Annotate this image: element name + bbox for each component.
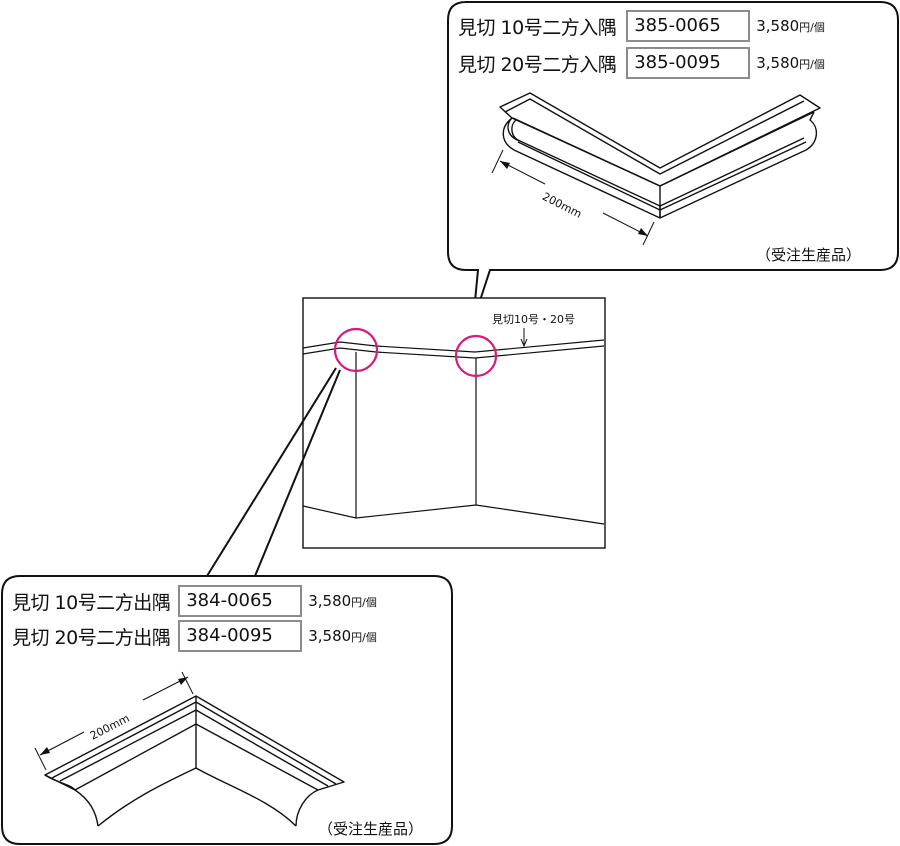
inner-corner-product-row: 見切 10号二方入隅 385-0065 3,580円/個: [458, 10, 825, 42]
price-value: 3,580: [308, 592, 352, 610]
product-name: 見切 10号二方出隅: [12, 591, 171, 614]
outer-corner-callout-balloon: [1, 575, 453, 845]
room-sketch-label: 見切10号・20号: [492, 313, 575, 326]
product-code: 385-0095: [626, 47, 751, 79]
product-code: 384-0095: [178, 620, 303, 652]
price-unit: 円/個: [351, 631, 377, 644]
outer-corner-product-row: 見切 10号二方出隅 384-0065 3,580円/個: [12, 585, 377, 617]
product-name: 見切 10号二方入隅: [458, 16, 617, 39]
inner-corner-product-row: 見切 20号二方入隅 385-0095 3,580円/個: [458, 47, 825, 79]
price-unit: 円/個: [351, 596, 377, 609]
price-value: 3,580: [756, 54, 800, 72]
product-price: 3,580円/個: [756, 54, 825, 72]
outer-corner-product-row: 見切 20号二方出隅 384-0095 3,580円/個: [12, 620, 377, 652]
inner-corner-illustration: [491, 92, 821, 246]
product-code: 385-0065: [626, 10, 751, 42]
inner-corner-note: （受注生産品）: [756, 246, 862, 264]
product-price: 3,580円/個: [308, 627, 377, 645]
product-code: 384-0065: [178, 585, 303, 617]
outer-corner-illustration: [34, 671, 345, 827]
price-unit: 円/個: [799, 58, 825, 71]
outer-corner-callout-pointer: [206, 367, 341, 577]
product-name: 見切 20号二方入隅: [458, 53, 617, 76]
product-price: 3,580円/個: [756, 17, 825, 35]
room-sketch: [302, 297, 606, 549]
price-value: 3,580: [756, 17, 800, 35]
product-name: 見切 20号二方出隅: [12, 626, 171, 649]
price-unit: 円/個: [799, 21, 825, 34]
outer-corner-note: （受注生産品）: [318, 820, 424, 838]
product-price: 3,580円/個: [308, 592, 377, 610]
price-value: 3,580: [308, 627, 352, 645]
